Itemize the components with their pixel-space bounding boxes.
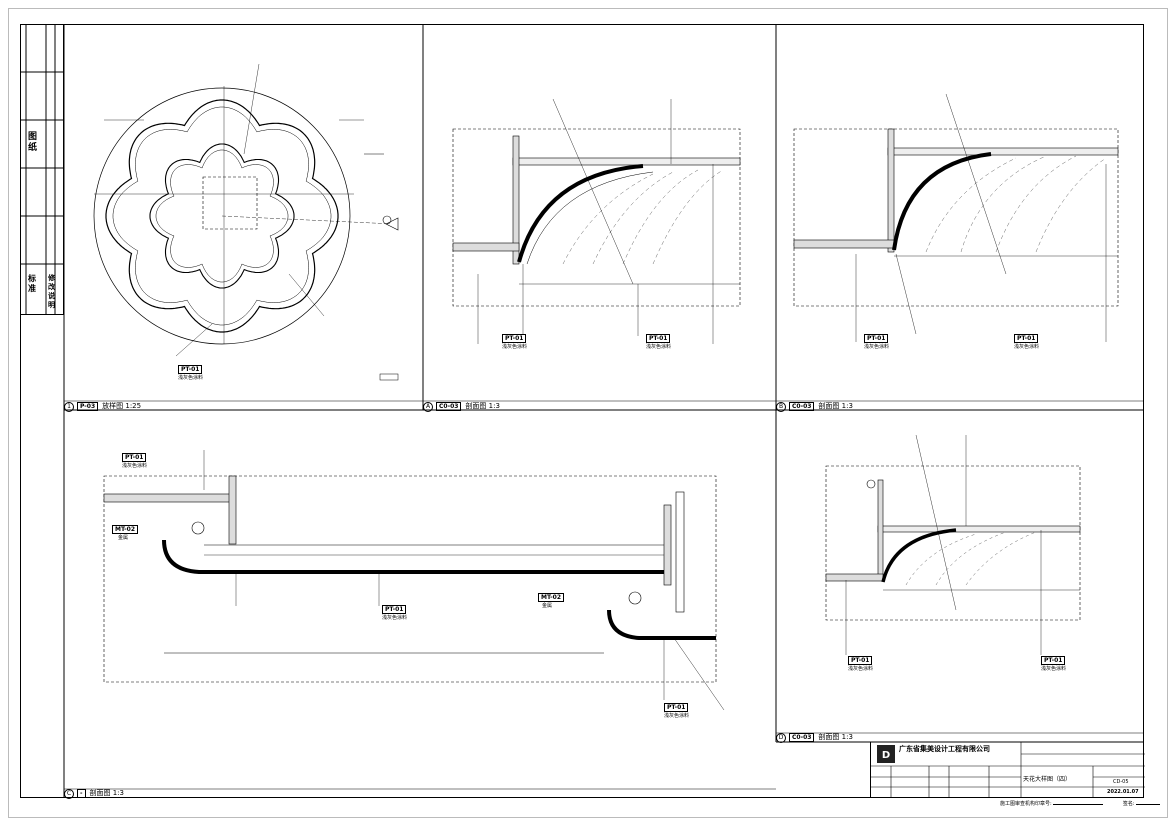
panel-D-code: C0-03 xyxy=(789,733,815,742)
title-block: D 广东省集美设计工程有限公司 天花大样图（四） CD-05 2022.01.0… xyxy=(870,742,1145,798)
drawing-frame xyxy=(20,24,1144,798)
outer-flower xyxy=(105,99,339,333)
panel-B-pt01-right: PT-01 xyxy=(1014,334,1039,343)
panel-B-section xyxy=(793,93,1119,342)
panel-B-number: B xyxy=(776,402,786,412)
panel-C-pt01-top-note: 浅灰色涂料 xyxy=(122,463,148,469)
svg-text:D: D xyxy=(882,750,890,761)
panel-C-mt02-right: MT-02 xyxy=(538,593,565,602)
panel-C-title-text: 剖面图 1:3 xyxy=(89,789,125,797)
panel-A-title-text: 剖面图 1:3 xyxy=(465,402,500,410)
panel-D-pt01-right-note: 浅灰色涂料 xyxy=(1041,666,1067,672)
panel-A-code: C0-03 xyxy=(436,402,462,411)
sheet-outer-border xyxy=(8,8,1168,818)
panel-C-mt02-left: MT-02 xyxy=(112,525,139,534)
panel-C-pt01-bottom: PT-01 xyxy=(664,703,689,712)
panel-B-pt01-right-note: 浅灰色涂料 xyxy=(1014,344,1040,350)
panel-A-pt01-left: PT-01 xyxy=(502,334,527,343)
panel-C-section xyxy=(103,450,725,711)
review-stamp-label: 施工图审查机构印章号: xyxy=(1000,801,1052,807)
panel-A-pt01-right-note: 浅灰色涂料 xyxy=(646,344,672,350)
panel-C-title: C-剖面图 1:3 xyxy=(64,789,125,799)
revision-label-3: 修 改 说 明 xyxy=(48,274,55,309)
drawing-name: 天花大样图（四） xyxy=(1023,776,1072,783)
panel-D-pt01-left-note: 浅灰色涂料 xyxy=(848,666,874,672)
outer-ring xyxy=(93,87,351,345)
panel-A-pt01-right: PT-01 xyxy=(646,334,671,343)
signature-label: 签名: xyxy=(1122,801,1135,807)
title-block-grid: D xyxy=(871,742,1145,798)
panel-1-number: 1 xyxy=(64,402,74,412)
drawing-number: CD-05 xyxy=(1113,779,1129,785)
panel-A-pt01-left-note: 浅灰色涂料 xyxy=(502,344,528,350)
panel-B-title-text: 剖面图 1:3 xyxy=(818,402,853,410)
panel-C-pt01-mid: PT-01 xyxy=(382,605,407,614)
panel-C-pt01-mid-note: 浅灰色涂料 xyxy=(382,615,408,621)
inner-flower xyxy=(149,143,295,289)
panel-C-code: - xyxy=(77,789,86,798)
drawing-date: 2022.01.07 xyxy=(1107,789,1139,795)
panel-C-pt01-top: PT-01 xyxy=(122,453,147,462)
panel-1-pt01-note: 浅灰色涂料 xyxy=(178,375,204,381)
panel-1-plan xyxy=(93,63,399,381)
company-name: 广东省集美设计工程有限公司 xyxy=(899,745,990,753)
panel-A-number: A xyxy=(423,402,433,412)
panel-B-code: C0-03 xyxy=(789,402,815,411)
panel-1-code: P-03 xyxy=(77,402,99,411)
panel-D-pt01-left: PT-01 xyxy=(848,656,873,665)
panel-A-section xyxy=(452,98,741,344)
panel-C-mt02-left-note: 金属 xyxy=(118,535,129,541)
review-stamp-line: 施工图审查机构印章号: 签名: xyxy=(1000,801,1161,807)
panel-1-title-text: 放样图 1:25 xyxy=(102,402,142,410)
revision-label-1: 图 纸 xyxy=(28,132,38,153)
panel-B-pt01-left: PT-01 xyxy=(864,334,889,343)
panel-1-pt01-tag: PT-01 xyxy=(178,365,203,374)
panel-C-number: C xyxy=(64,789,74,799)
panel-D-section xyxy=(825,434,1081,655)
panel-D-title-text: 剖面图 1:3 xyxy=(818,733,853,741)
panel-B-pt01-left-note: 浅灰色涂料 xyxy=(864,344,890,350)
revision-strip: 图 纸 标 准 修 改 说 明 xyxy=(20,24,64,798)
panel-C-mt02-right-note: 金属 xyxy=(542,603,553,609)
section-marker-icon xyxy=(385,217,399,231)
revision-label-2: 标 准 xyxy=(28,274,36,293)
panel-C-pt01-bottom-note: 浅灰色涂料 xyxy=(664,713,690,719)
panel-D-pt01-right: PT-01 xyxy=(1041,656,1066,665)
center-square xyxy=(202,176,258,230)
panel-D-number: D xyxy=(776,733,786,743)
